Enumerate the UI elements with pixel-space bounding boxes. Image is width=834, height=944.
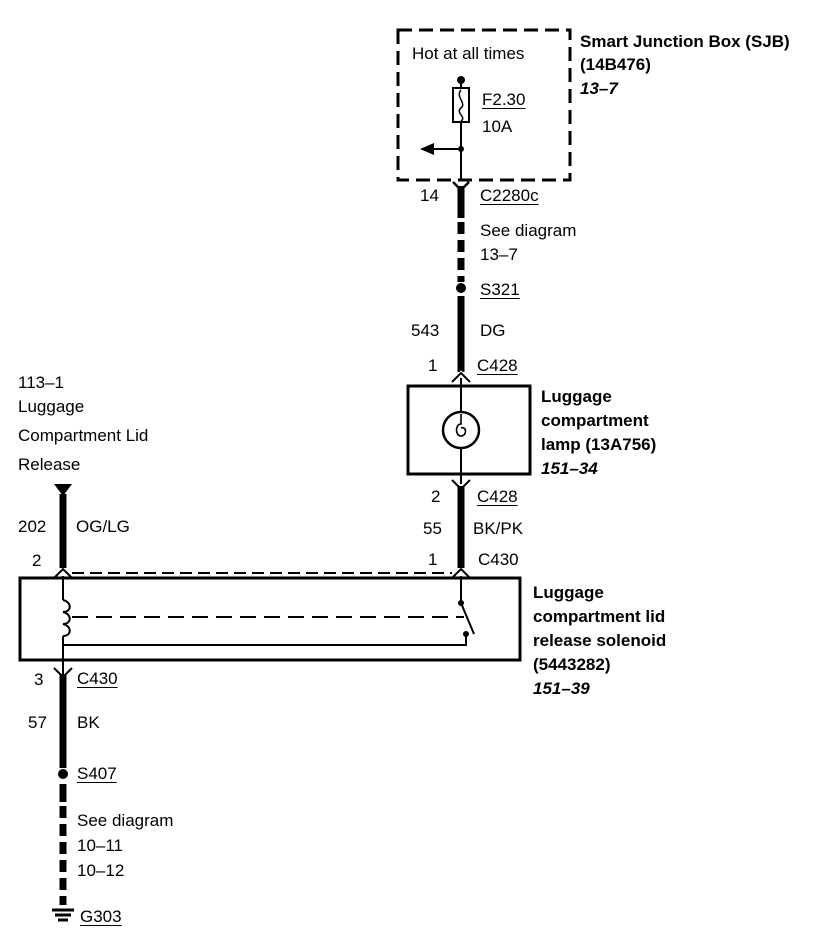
release-line-3: Release: [18, 455, 81, 474]
sjb-part: (14B476): [580, 55, 651, 74]
c430-pin3: 3: [34, 670, 44, 689]
c430-pin2-chevron: [53, 567, 73, 579]
fuse-branch-arrow: [420, 143, 434, 155]
dg-circuit: 543: [411, 321, 440, 340]
release-ref-arrow: [54, 484, 72, 496]
s407-label: S407: [77, 764, 117, 783]
switch-blade: [460, 602, 475, 635]
lower-see-ref-1: 10–11: [77, 836, 124, 855]
oglg-circuit: 202: [18, 517, 47, 536]
lamp-title-2: compartment: [541, 411, 649, 430]
c2280c-pin: 14: [420, 186, 439, 205]
sjb-title: Smart Junction Box (SJB): [580, 32, 790, 51]
dg-color: DG: [480, 321, 506, 340]
s321-splice: [456, 283, 466, 293]
solenoid-title-1: Luggage: [533, 583, 604, 602]
bk-circuit: 57: [28, 713, 47, 732]
upper-see-diagram: See diagram: [480, 221, 577, 240]
c428-out-connector: C428: [477, 487, 518, 506]
c430-pin1-chevron: [451, 567, 471, 579]
lamp-filament: [455, 414, 467, 437]
solenoid-title-3: release solenoid: [533, 631, 667, 650]
switch-return-line: [63, 634, 467, 646]
release-ref: 113–1: [18, 373, 65, 392]
bk-color: BK: [77, 713, 100, 732]
bkpk-color: BK/PK: [473, 519, 524, 538]
c430-connector-top: C430: [478, 550, 519, 569]
fuse-rating: 10A: [482, 117, 513, 136]
oglg-color: OG/LG: [76, 517, 130, 536]
c430-pin1: 1: [428, 550, 438, 569]
g303-label: G303: [80, 907, 122, 926]
lower-see-ref-2: 10–12: [77, 861, 125, 880]
c2280c-connector: C2280c: [480, 186, 539, 205]
c430-pin2: 2: [32, 551, 42, 570]
lower-see-diagram: See diagram: [77, 811, 174, 830]
lamp-title-3: lamp (13A756): [541, 435, 657, 454]
release-line-1: Luggage: [18, 397, 85, 416]
c428-in-connector: C428: [477, 356, 518, 375]
c430-connector-bottom: C430: [77, 669, 118, 688]
lamp-title-1: Luggage: [541, 387, 612, 406]
c428-in-pin: 1: [428, 356, 438, 375]
release-line-2: Compartment Lid: [18, 426, 149, 445]
upper-see-ref: 13–7: [480, 245, 518, 264]
sjb-ref: 13–7: [580, 79, 618, 98]
solenoid-title-2: compartment lid: [533, 607, 666, 626]
c428-out-pin: 2: [431, 487, 441, 506]
fuse-symbol: [452, 87, 470, 123]
sjb-hot-label: Hot at all times: [412, 44, 525, 63]
fuse-element: [458, 89, 464, 122]
bkpk-circuit: 55: [423, 519, 442, 538]
lamp-ref: 151–34: [541, 459, 598, 478]
s321-label: S321: [480, 280, 520, 299]
fuse-id: F2.30: [482, 90, 526, 109]
c428-in-chevron-outline: [451, 371, 471, 383]
s407-splice: [58, 769, 68, 779]
lamp-box: [406, 384, 532, 476]
sjb-box: [396, 28, 572, 182]
solenoid-part: (5443282): [533, 655, 611, 674]
solenoid-ref: 151–39: [533, 679, 590, 698]
solenoid-box: [18, 576, 522, 662]
solenoid-coil: [62, 599, 71, 637]
